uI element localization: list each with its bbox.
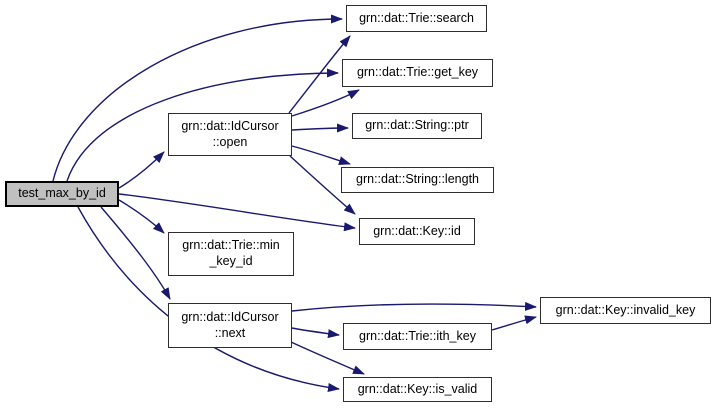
edge-test_max_by_id-to-trie-search — [52, 14, 343, 182]
edge-test_max_by_id-to-idcursor-open — [118, 151, 165, 189]
graph-node-trie-ith-key[interactable]: grn::dat::Trie::ith_key — [343, 323, 492, 350]
graph-node-label: grn::dat::Trie::get_key — [356, 65, 479, 80]
edge-idcursor-next-to-key-is-valid — [290, 341, 365, 375]
edge-idcursor-next-to-trie-ith-key — [291, 327, 340, 339]
edge-idcursor-open-to-trie-search — [288, 35, 351, 114]
graph-node-key-is-valid[interactable]: grn::dat::Key::is_valid — [343, 377, 492, 402]
graph-node-idcursor-next[interactable]: grn::dat::IdCursor::next — [168, 303, 292, 348]
graph-node-label: grn::dat::Trie::search — [359, 10, 474, 25]
graph-node-label: ::next — [214, 325, 246, 340]
graph-node-label: grn::dat::Trie::ith_key — [359, 328, 476, 343]
graph-node-idcursor-open[interactable]: grn::dat::IdCursor::open — [168, 113, 292, 156]
edge-trie-ith-key-to-key-invalid-key — [491, 315, 537, 331]
edge-test_max_by_id-to-trie-min-key-id — [118, 199, 165, 234]
graph-node-label: _key_id — [209, 254, 253, 268]
graph-node-string-length[interactable]: grn::dat::String::length — [341, 167, 494, 193]
edge-idcursor-next-to-key-invalid-key — [291, 301, 537, 312]
edge-test_max_by_id-to-idcursor-next — [100, 206, 171, 300]
graph-node-key-invalid-key[interactable]: grn::dat::Key::invalid_key — [540, 297, 711, 324]
edge-idcursor-open-to-string-length — [291, 145, 351, 165]
graph-node-label: grn::dat::Trie::min — [182, 238, 280, 253]
graph-node-label: grn::dat::IdCursor — [181, 118, 279, 133]
graph-node-trie-min-key-id[interactable]: grn::dat::Trie::min_key_id — [168, 232, 294, 276]
graph-node-label: grn::dat::Key::is_valid — [357, 381, 478, 396]
graph-node-trie-get-key[interactable]: grn::dat::Trie::get_key — [342, 59, 493, 87]
graph-node-label: grn::dat::Key::invalid_key — [555, 302, 696, 317]
graph-node-test_max_by_id: test_max_by_id — [5, 181, 119, 207]
graph-node-string-ptr[interactable]: grn::dat::String::ptr — [352, 113, 482, 139]
graph-node-label: grn::dat::String::ptr — [365, 118, 469, 133]
edge-idcursor-open-to-string-ptr — [291, 123, 349, 133]
graph-node-trie-search[interactable]: grn::dat::Trie::search — [346, 5, 487, 32]
graph-node-label: test_max_by_id — [18, 186, 106, 201]
graph-node-key-id[interactable]: grn::dat::Key::id — [359, 218, 475, 245]
graph-node-label: grn::dat::String::length — [356, 172, 479, 187]
edge-test_max_by_id-to-trie-get-key — [66, 68, 339, 182]
edge-idcursor-open-to-trie-get-key — [291, 89, 360, 117]
edge-idcursor-open-to-key-id — [289, 155, 356, 215]
graph-node-label: ::open — [212, 134, 248, 149]
graph-node-label: grn::dat::Key::id — [373, 223, 461, 238]
edge-test_max_by_id-to-key-id — [118, 193, 356, 232]
edge-group — [52, 14, 537, 392]
graph-node-label: grn::dat::IdCursor — [181, 309, 279, 324]
